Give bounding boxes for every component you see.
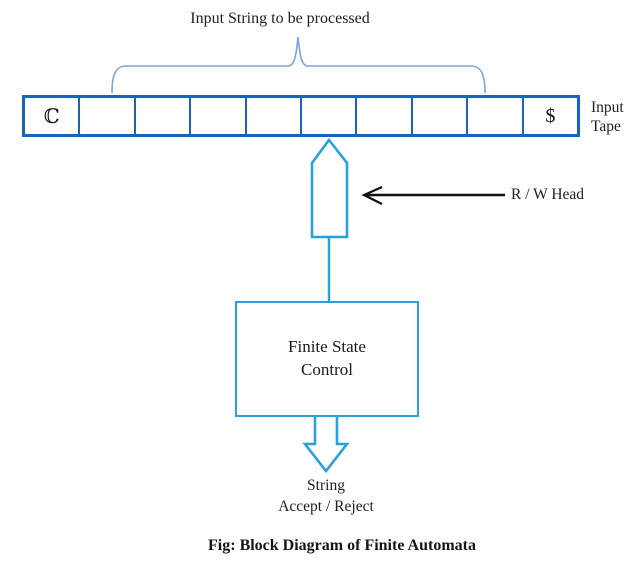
input-tape-label: Input Tape (591, 98, 624, 136)
tape-cell (189, 98, 244, 134)
tape-cell (410, 98, 466, 134)
input-tape-label-line2: Tape (591, 118, 621, 135)
tape-cell (355, 98, 410, 134)
rw-head-arrow-tip-icon (361, 185, 383, 205)
control-box-label-line2: Control (301, 360, 353, 379)
tape-cell (244, 98, 300, 134)
output-label-accept-reject: Accept / Reject (278, 498, 374, 515)
output-down-arrow (302, 417, 350, 474)
figure-caption: Fig: Block Diagram of Finite Automata (208, 537, 476, 554)
rw-head-pointer (310, 137, 349, 239)
tape-cell: ℂ (43, 105, 60, 128)
tape-cell (78, 98, 133, 134)
tape-cell: $ (521, 98, 577, 134)
tape-cell (300, 98, 355, 134)
input-string-label: Input String to be processed (190, 10, 370, 27)
tape-cell (466, 98, 521, 134)
input-tape: ℂ $ (22, 95, 580, 137)
brace-shape (111, 36, 486, 94)
finite-state-control-box: Finite State Control (235, 301, 419, 417)
tape-cell (133, 98, 189, 134)
output-label-string: String (307, 477, 345, 494)
control-box-label-line1: Finite State (288, 337, 366, 357)
input-tape-label-line1: Input (591, 99, 624, 116)
rw-head-label: R / W Head (511, 186, 585, 203)
